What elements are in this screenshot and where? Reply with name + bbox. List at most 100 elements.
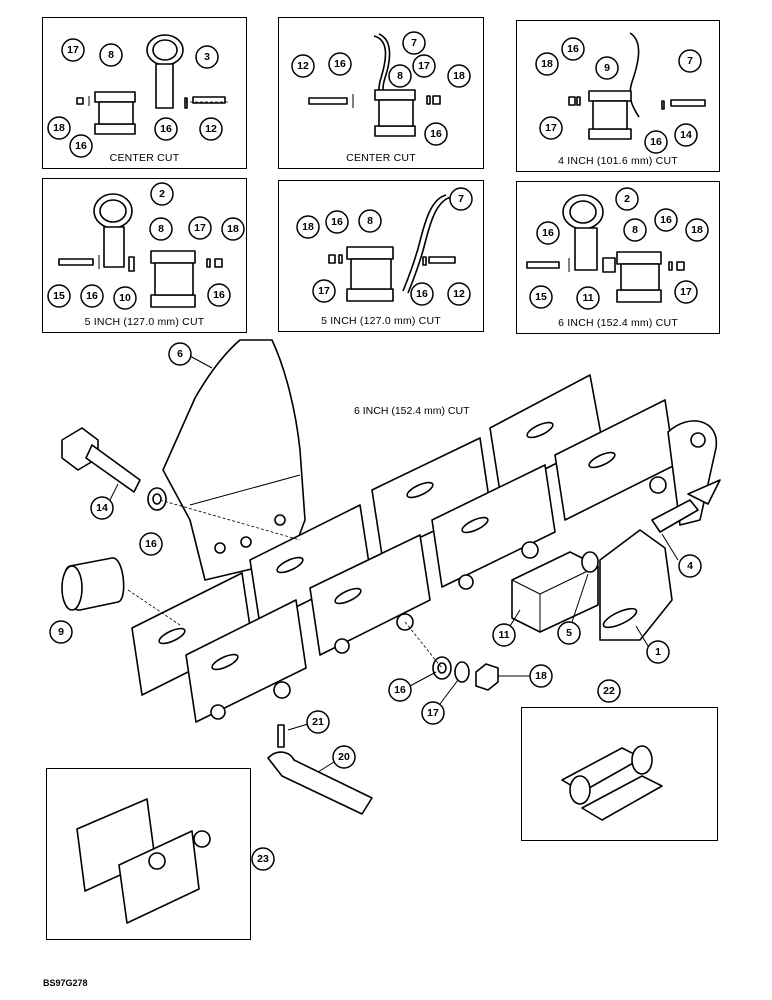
svg-text:11: 11 <box>582 292 593 304</box>
svg-text:17: 17 <box>545 122 557 134</box>
callout-17: 17 <box>312 279 336 303</box>
svg-text:18: 18 <box>302 221 314 233</box>
callout-15: 15 <box>47 284 71 308</box>
callout-16: 16 <box>69 134 93 158</box>
callout-17: 17 <box>412 54 436 78</box>
callout-7: 7 <box>678 49 702 73</box>
svg-text:16: 16 <box>660 214 672 226</box>
callout-12: 12 <box>291 54 315 78</box>
callout-16: 16 <box>536 221 560 245</box>
svg-text:14: 14 <box>96 502 108 514</box>
callout-17: 17 <box>61 38 85 62</box>
svg-text:17: 17 <box>318 285 330 297</box>
svg-text:16: 16 <box>567 43 579 55</box>
svg-text:2: 2 <box>624 193 630 205</box>
svg-text:16: 16 <box>394 684 406 696</box>
callout-15: 15 <box>529 285 553 309</box>
callout-16: 16 <box>410 282 434 306</box>
svg-text:15: 15 <box>53 290 65 302</box>
callout-2: 2 <box>150 182 174 206</box>
callout-7: 7 <box>449 187 473 211</box>
panel-6-drawing <box>526 194 685 303</box>
svg-text:16: 16 <box>542 227 554 239</box>
callout-17: 17 <box>421 701 445 725</box>
callout-16: 16 <box>654 208 678 232</box>
callout-7: 7 <box>402 31 426 55</box>
callout-6: 6 <box>168 342 192 366</box>
svg-text:18: 18 <box>53 122 65 134</box>
callout-4: 4 <box>678 554 702 578</box>
callout-18: 18 <box>685 218 709 242</box>
main-section-caption: 6 INCH (152.4 mm) CUT <box>354 405 470 417</box>
svg-text:17: 17 <box>67 44 79 56</box>
svg-text:2: 2 <box>159 188 165 200</box>
svg-text:17: 17 <box>680 286 692 298</box>
callout-10: 10 <box>113 286 137 310</box>
callout-22: 22 <box>597 679 621 703</box>
panel-caption: 5 INCH (127.0 mm) CUT <box>84 316 205 328</box>
callout-17: 17 <box>188 216 212 240</box>
svg-text:6: 6 <box>177 348 183 360</box>
svg-text:16: 16 <box>416 288 428 300</box>
callout-18: 18 <box>221 217 245 241</box>
svg-text:16: 16 <box>650 136 662 148</box>
panel-5-inch-cut-1: 5 INCH (127.0 mm) CUT <box>42 178 247 333</box>
svg-text:7: 7 <box>687 55 693 67</box>
callout-14: 14 <box>674 123 698 147</box>
panel-center-cut-2: CENTER CUT <box>278 17 484 169</box>
callout-8: 8 <box>623 218 647 242</box>
callout-16: 16 <box>424 122 448 146</box>
callout-16: 16 <box>207 283 231 307</box>
svg-text:16: 16 <box>160 123 172 135</box>
svg-text:16: 16 <box>213 289 225 301</box>
svg-text:18: 18 <box>541 58 553 70</box>
callout-16: 16 <box>325 210 349 234</box>
panel-5-inch-cut-2: 5 INCH (127.0 mm) CUT <box>278 180 484 332</box>
svg-text:16: 16 <box>75 140 87 152</box>
svg-text:18: 18 <box>691 224 703 236</box>
panel-3-drawing <box>568 32 706 140</box>
callout-12: 12 <box>447 282 471 306</box>
callout-16: 16 <box>139 532 163 556</box>
callout-9: 9 <box>49 620 73 644</box>
svg-text:14: 14 <box>680 129 692 141</box>
callout-14: 14 <box>90 496 114 520</box>
svg-text:8: 8 <box>158 223 164 235</box>
callout-18: 18 <box>47 116 71 140</box>
svg-text:17: 17 <box>194 222 206 234</box>
svg-text:4: 4 <box>687 560 693 572</box>
svg-text:12: 12 <box>205 123 217 135</box>
callout-3: 3 <box>195 45 219 69</box>
callout-8: 8 <box>358 209 382 233</box>
inset-panel-22 <box>521 707 718 841</box>
svg-text:21: 21 <box>312 716 324 728</box>
inset-22-drawing <box>561 745 663 821</box>
inset-panel-23 <box>46 768 251 940</box>
panel-4-drawing <box>58 193 223 308</box>
panel-5-drawing <box>328 194 456 302</box>
callout-11: 11 <box>576 286 600 310</box>
svg-text:5: 5 <box>566 627 572 639</box>
callout-18: 18 <box>296 215 320 239</box>
callout-23: 23 <box>251 847 275 871</box>
svg-text:17: 17 <box>418 60 430 72</box>
svg-text:18: 18 <box>453 70 465 82</box>
callout-16: 16 <box>388 678 412 702</box>
callout-5: 5 <box>557 621 581 645</box>
svg-text:17: 17 <box>427 707 439 719</box>
svg-text:7: 7 <box>411 37 417 49</box>
callout-8: 8 <box>99 43 123 67</box>
callout-11: 11 <box>492 623 516 647</box>
svg-text:16: 16 <box>86 290 98 302</box>
panel-caption: CENTER CUT <box>346 152 416 164</box>
svg-text:23: 23 <box>257 853 269 865</box>
callout-9: 9 <box>595 56 619 80</box>
callout-17: 17 <box>674 280 698 304</box>
svg-text:8: 8 <box>397 70 403 82</box>
svg-text:18: 18 <box>227 223 239 235</box>
callout-1: 1 <box>646 640 670 664</box>
svg-text:16: 16 <box>334 58 346 70</box>
callout-16: 16 <box>154 117 178 141</box>
